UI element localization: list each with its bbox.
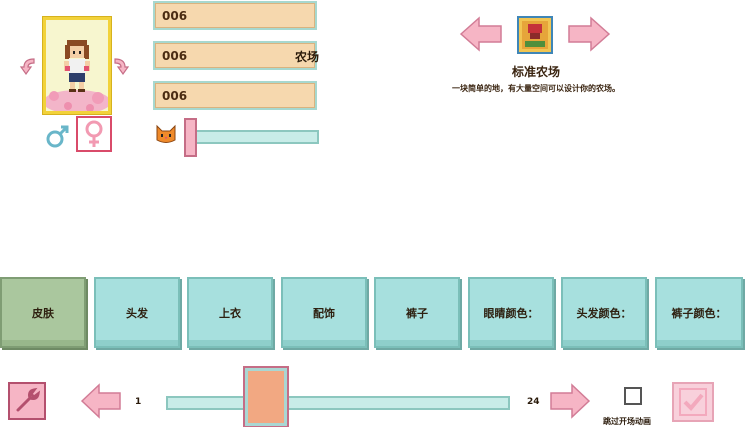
farm-prev-arrow-icon[interactable]	[459, 16, 503, 52]
tab-skin[interactable]: 皮肤	[0, 277, 86, 348]
character-portrait	[43, 17, 111, 114]
selector-min-label: 1	[135, 397, 142, 407]
pet-slider-track[interactable]	[184, 130, 319, 144]
farm-next-arrow-icon[interactable]	[567, 16, 611, 52]
skip-intro-label: 跳过开场动画	[603, 417, 651, 426]
randomize-button[interactable]	[8, 382, 46, 420]
tab-accessory[interactable]: 配饰	[281, 277, 367, 348]
checkmark-icon	[679, 388, 707, 416]
pet-slider-handle[interactable]	[184, 118, 197, 157]
farm-type-description: 一块简单的地，有大量空间可以设计你的农场。	[452, 84, 620, 93]
tab-eye-color[interactable]: 眼睛颜色：	[468, 277, 554, 348]
selector-max-label: 24	[527, 397, 540, 407]
farmer-sprite-icon	[46, 20, 108, 111]
name-input[interactable]: 006	[153, 1, 317, 30]
female-gender-button[interactable]	[76, 116, 112, 152]
skip-intro-checkbox[interactable]	[624, 387, 642, 405]
standard-farm-icon[interactable]	[517, 16, 553, 54]
tab-hair-color[interactable]: 头发颜色：	[561, 277, 647, 348]
farm-name-input[interactable]: 006	[153, 41, 317, 70]
male-gender-button[interactable]	[40, 118, 76, 154]
selector-slider-handle[interactable]	[244, 368, 287, 426]
female-symbol-icon	[85, 120, 103, 147]
tab-shirt[interactable]: 上衣	[187, 277, 273, 348]
male-symbol-icon	[46, 125, 69, 148]
confirm-button[interactable]	[672, 382, 714, 422]
tab-pants-color[interactable]: 裤子颜色：	[655, 277, 743, 348]
farm-name-label: 农场	[295, 50, 320, 64]
tab-hair[interactable]: 头发	[94, 277, 180, 348]
wrench-icon	[16, 387, 41, 412]
tab-pants[interactable]: 裤子	[374, 277, 460, 348]
farm-type-title: 标准农场	[511, 65, 560, 79]
selector-slider-track[interactable]	[166, 396, 510, 410]
selector-prev-arrow-icon[interactable]	[80, 383, 122, 419]
selector-next-arrow-icon[interactable]	[549, 383, 591, 419]
rotate-right-arrow-icon[interactable]	[108, 55, 130, 77]
cat-icon	[154, 122, 178, 146]
rotate-left-arrow-icon[interactable]	[19, 55, 41, 77]
favorite-thing-input[interactable]: 006	[153, 81, 317, 110]
